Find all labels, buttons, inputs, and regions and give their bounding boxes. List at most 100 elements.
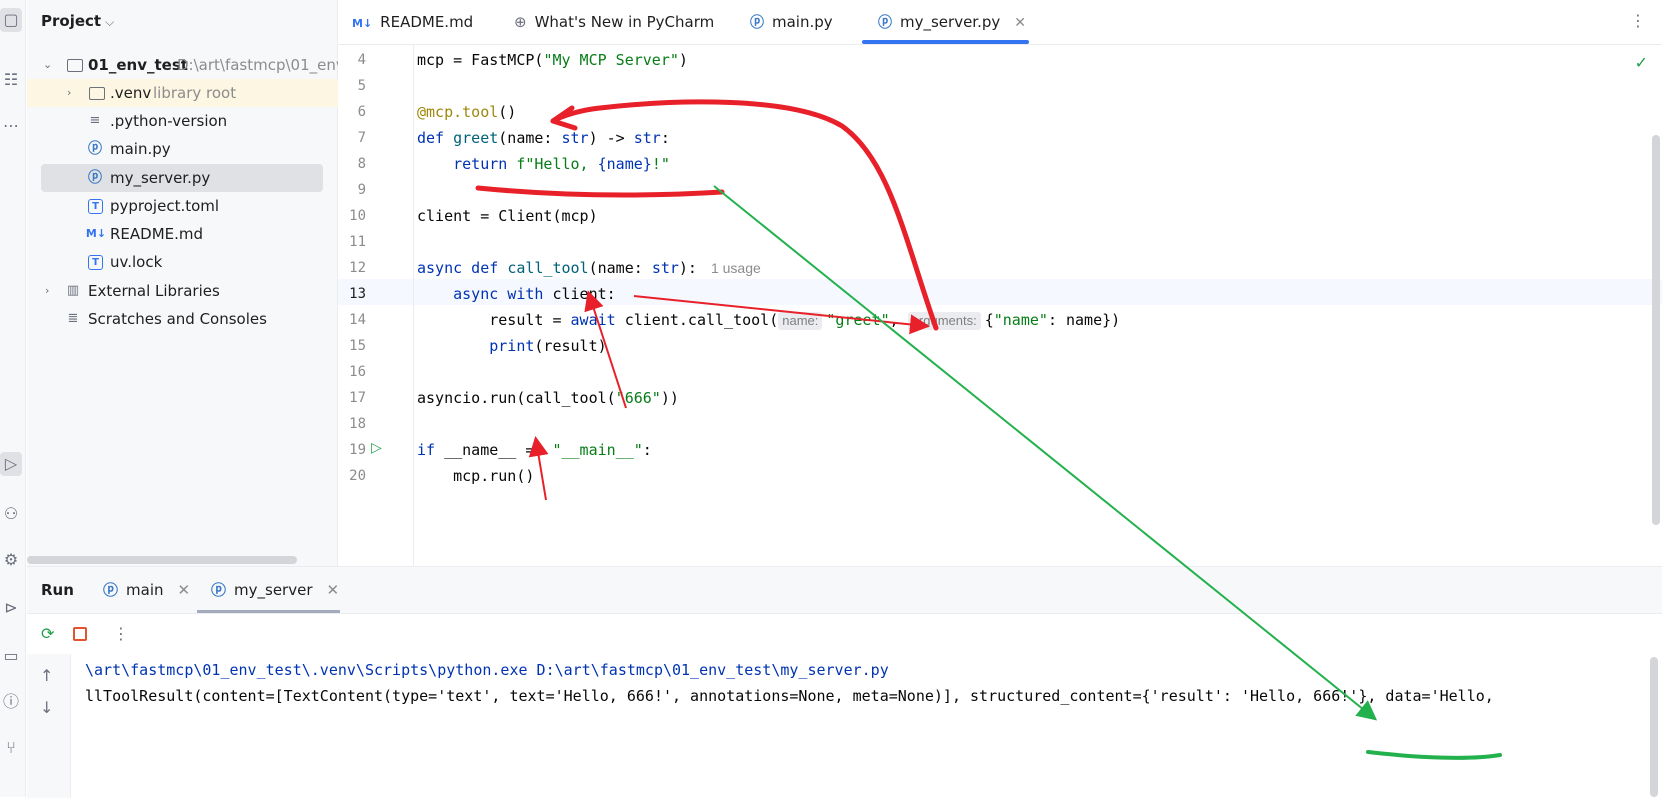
arrow-down-icon[interactable]: ↓ [40, 698, 54, 717]
console-scrollbar[interactable] [1650, 657, 1658, 797]
tree-item-main-py[interactable]: ⓟ main.py [27, 135, 338, 163]
rerun-icon[interactable]: ⟳ [41, 624, 55, 643]
run-tab-my-server[interactable]: ⓟ my_server ✕ [211, 567, 339, 613]
line-number: 16 [349, 364, 366, 380]
horizontal-scrollbar[interactable] [27, 556, 297, 564]
run-tool-icon[interactable]: ▷ [0, 452, 22, 476]
project-folder-icon[interactable]: ▢ [0, 8, 22, 32]
tree-item-label: my_server.py [110, 169, 211, 187]
tree-item-label: .python-version [110, 112, 228, 130]
code-line-19: if __name__ == "__main__": [417, 441, 652, 459]
globe-icon: ⊕ [514, 13, 527, 31]
tab-my-server-py[interactable]: ⓟ my_server.py ✕ [878, 0, 1026, 45]
close-icon[interactable]: ✕ [1014, 15, 1026, 31]
console-output[interactable]: \art\fastmcp\01_env_test\.venv\Scripts\p… [85, 654, 1645, 798]
param-hint-name: name: [778, 312, 823, 330]
text-file-icon: ≡ [89, 113, 101, 128]
active-tab-indicator [862, 40, 1029, 44]
tree-item-pyproject[interactable]: T pyproject.toml [27, 192, 338, 220]
scratches-icon: ≣ [67, 311, 79, 326]
line-number: 7 [357, 130, 366, 146]
line-number: 4 [357, 52, 366, 68]
tree-item-my-server-py[interactable]: ⓟ my_server.py [41, 164, 323, 192]
close-icon[interactable]: ✕ [177, 581, 191, 599]
python-icon: ⓟ [878, 15, 892, 31]
line-number: 14 [349, 312, 366, 328]
tree-item-uv-lock[interactable]: T uv.lock [27, 248, 338, 276]
tree-item-venv[interactable]: › .venv library root [27, 79, 338, 107]
tab-whats-new[interactable]: ⊕What's New in PyCharm [514, 0, 714, 45]
chevron-down-icon[interactable]: ⌄ [43, 58, 53, 71]
problems-icon[interactable]: ⓘ [2, 692, 19, 711]
tree-item-readme[interactable]: M↓ README.md [27, 220, 338, 248]
tree-item-scratches[interactable]: ≣ Scratches and Consoles [27, 305, 338, 333]
tree-item-label: uv.lock [110, 253, 163, 271]
project-header[interactable]: Project⌵ [41, 12, 114, 30]
tree-item-python-version[interactable]: ≡ .python-version [27, 107, 338, 135]
code-line-13: async with client: [417, 285, 616, 303]
code-line-12: async def call_tool(name: str):1 usage [417, 259, 761, 277]
tree-item-label: 01_env_test [88, 56, 188, 74]
chevron-down-icon: ⌵ [105, 15, 115, 29]
more-tools-icon[interactable]: ⋯ [3, 116, 19, 135]
code-line-15: print(result) [489, 337, 607, 355]
more-vertical-icon[interactable]: ⋮ [1630, 11, 1646, 30]
structure-icon[interactable]: ☷ [3, 70, 19, 89]
debug-icon[interactable]: ⊳ [4, 598, 18, 617]
run-title: Run [41, 581, 74, 599]
code-line-14: result = await client.call_tool(name:"gr… [417, 311, 1121, 330]
tab-label: main.py [772, 13, 833, 31]
tree-item-root[interactable]: ⌄ 01_env_test D:\art\fastmcp\01_env_ [27, 51, 352, 79]
services-icon[interactable]: ⚙ [3, 550, 19, 569]
line-number-current: 13 [349, 286, 366, 302]
code-line-10: client = Client(mcp) [417, 207, 598, 225]
library-icon: ▥ [66, 283, 80, 298]
toml-file-icon: T [88, 199, 103, 214]
tree-item-label: README.md [110, 225, 204, 243]
tree-item-label: External Libraries [88, 282, 220, 300]
line-number: 12 [349, 260, 366, 276]
terminal-icon[interactable]: ▭ [3, 646, 19, 665]
line-number: 9 [357, 182, 366, 198]
console-line: llToolResult(content=[TextContent(type='… [85, 687, 1494, 705]
code-editor[interactable]: 4 5 6 7 8 9 10 11 12 13 14 15 16 17 18 1… [338, 45, 1662, 566]
stop-icon[interactable] [73, 627, 87, 641]
tree-item-label: pyproject.toml [110, 197, 220, 215]
line-number: 8 [357, 156, 366, 172]
python-packages-icon[interactable]: ⚇ [3, 504, 19, 523]
close-icon[interactable]: ✕ [326, 581, 340, 599]
chevron-right-icon[interactable]: › [67, 86, 72, 99]
version-control-icon[interactable]: ⑂ [6, 738, 16, 757]
line-number: 6 [357, 104, 366, 120]
python-icon: ⓟ [750, 15, 764, 31]
project-panel: Project⌵ ⌄ 01_env_test D:\art\fastmcp\01… [27, 0, 352, 566]
tree-item-extra: library root [153, 84, 237, 102]
arrow-up-icon[interactable]: ↑ [40, 666, 54, 685]
tree-item-label: main.py [110, 140, 171, 158]
checkmark-icon[interactable]: ✓ [1634, 53, 1648, 72]
run-tool-window: Run ⓟ main ✕ ⓟ my_server ✕ ⟳ ⋮ ↑ ↓ \art\fast… [27, 566, 1662, 798]
tree-item-external-libraries[interactable]: › ▥ External Libraries [27, 277, 338, 305]
usage-hint[interactable]: 1 usage [710, 260, 761, 276]
run-gutter-icon[interactable]: ▷ [371, 440, 382, 456]
tab-label: my_server.py [900, 13, 1001, 31]
tab-readme[interactable]: M↓ README.md [352, 0, 473, 45]
chevron-right-icon[interactable]: › [45, 284, 50, 297]
tab-label: README.md [380, 13, 474, 31]
markdown-icon: M↓ [352, 17, 373, 30]
tree-item-path: D:\art\fastmcp\01_env_ [177, 56, 353, 74]
vertical-scrollbar[interactable] [1652, 135, 1660, 525]
python-icon: ⓟ [211, 581, 227, 599]
active-run-tab-indicator [197, 610, 340, 613]
code-line-6: @mcp.tool() [417, 103, 517, 121]
line-number: 20 [349, 468, 366, 484]
code-line-20: mcp.run() [417, 467, 535, 485]
tab-main-py[interactable]: ⓟ main.py [750, 0, 833, 45]
code-line-7: def greet(name: str) -> str: [417, 129, 670, 147]
console-line: \art\fastmcp\01_env_test\.venv\Scripts\p… [85, 661, 889, 679]
more-vertical-icon[interactable]: ⋮ [113, 624, 129, 643]
run-tab-label: my_server [234, 581, 313, 599]
run-tab-label: main [126, 581, 164, 599]
code-line-8: return f"Hello, {name}!" [417, 155, 670, 173]
